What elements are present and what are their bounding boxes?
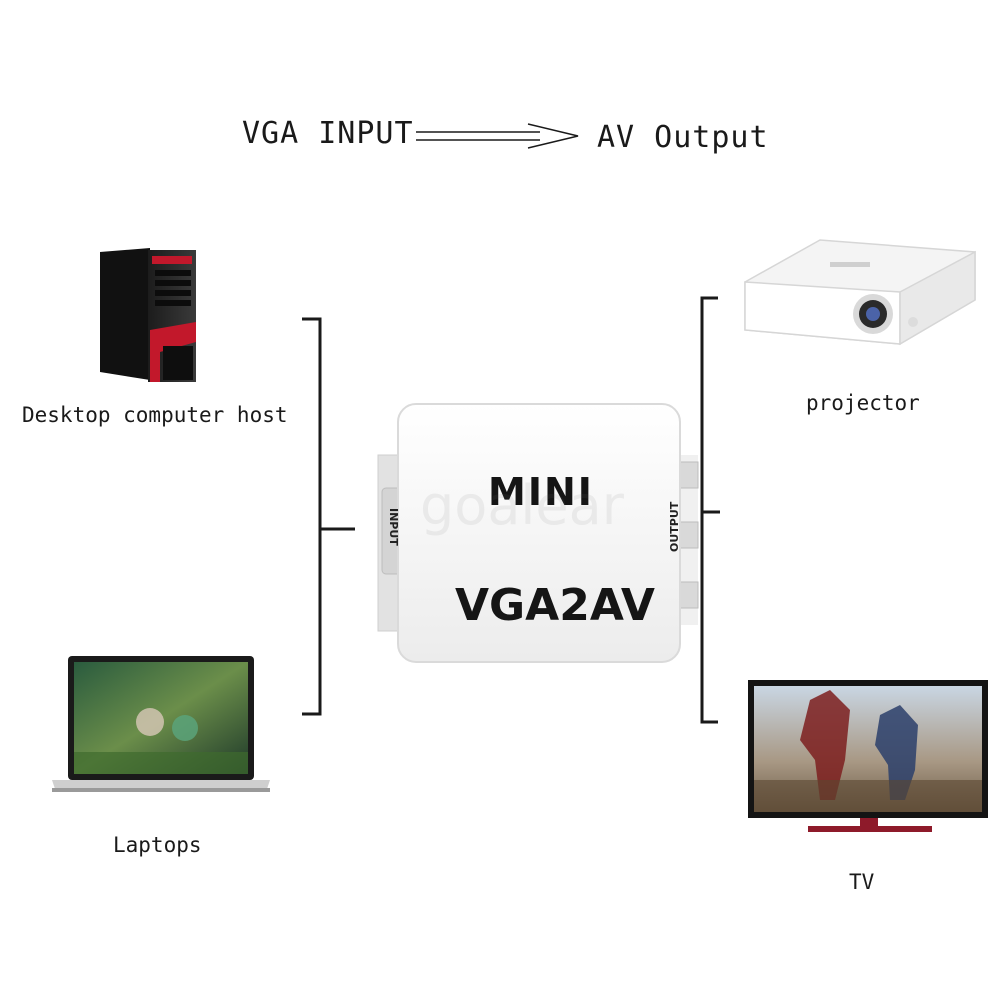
- laptop-label: Laptops: [113, 833, 202, 857]
- tv-label: TV: [849, 870, 875, 894]
- right-bracket: [700, 296, 720, 724]
- tv-icon: [748, 680, 988, 832]
- watermark-text: goalear: [420, 474, 624, 537]
- output-port-label: OUTPUT: [668, 501, 681, 552]
- left-bracket: [302, 317, 355, 716]
- converter-device: [377, 403, 699, 663]
- projector-label: projector: [806, 391, 920, 415]
- projector-icon: [744, 239, 976, 346]
- vga-input-label: VGA INPUT: [242, 116, 414, 151]
- header-arrow: [416, 123, 579, 149]
- converter-model-text: VGA2AV: [455, 580, 655, 631]
- desktop-computer-icon: [100, 248, 196, 382]
- laptop-icon: [52, 656, 270, 792]
- desktop-computer-label: Desktop computer host: [22, 403, 288, 427]
- converter-mini-text: MINI: [488, 470, 594, 514]
- input-port-label: INPUT: [387, 508, 400, 546]
- av-output-label: AV Output: [597, 120, 769, 155]
